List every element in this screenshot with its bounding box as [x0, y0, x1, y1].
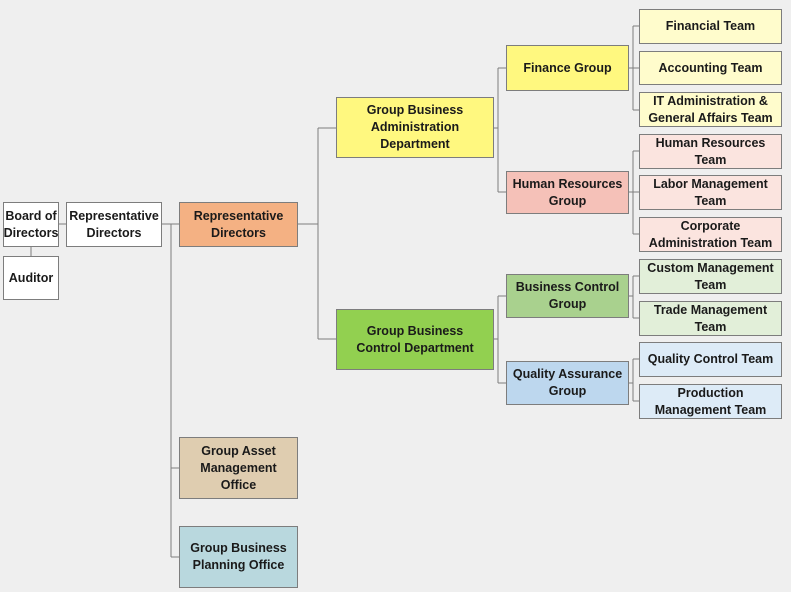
finance-group-box: Finance Group: [506, 45, 629, 91]
auditor-box: Auditor: [3, 256, 59, 300]
quality-control-team-box: Quality Control Team: [639, 342, 782, 377]
accounting-team-box: Accounting Team: [639, 51, 782, 85]
it-administration-team-box: IT Administration &General Affairs Team: [639, 92, 782, 127]
financial-team-box: Financial Team: [639, 9, 782, 44]
